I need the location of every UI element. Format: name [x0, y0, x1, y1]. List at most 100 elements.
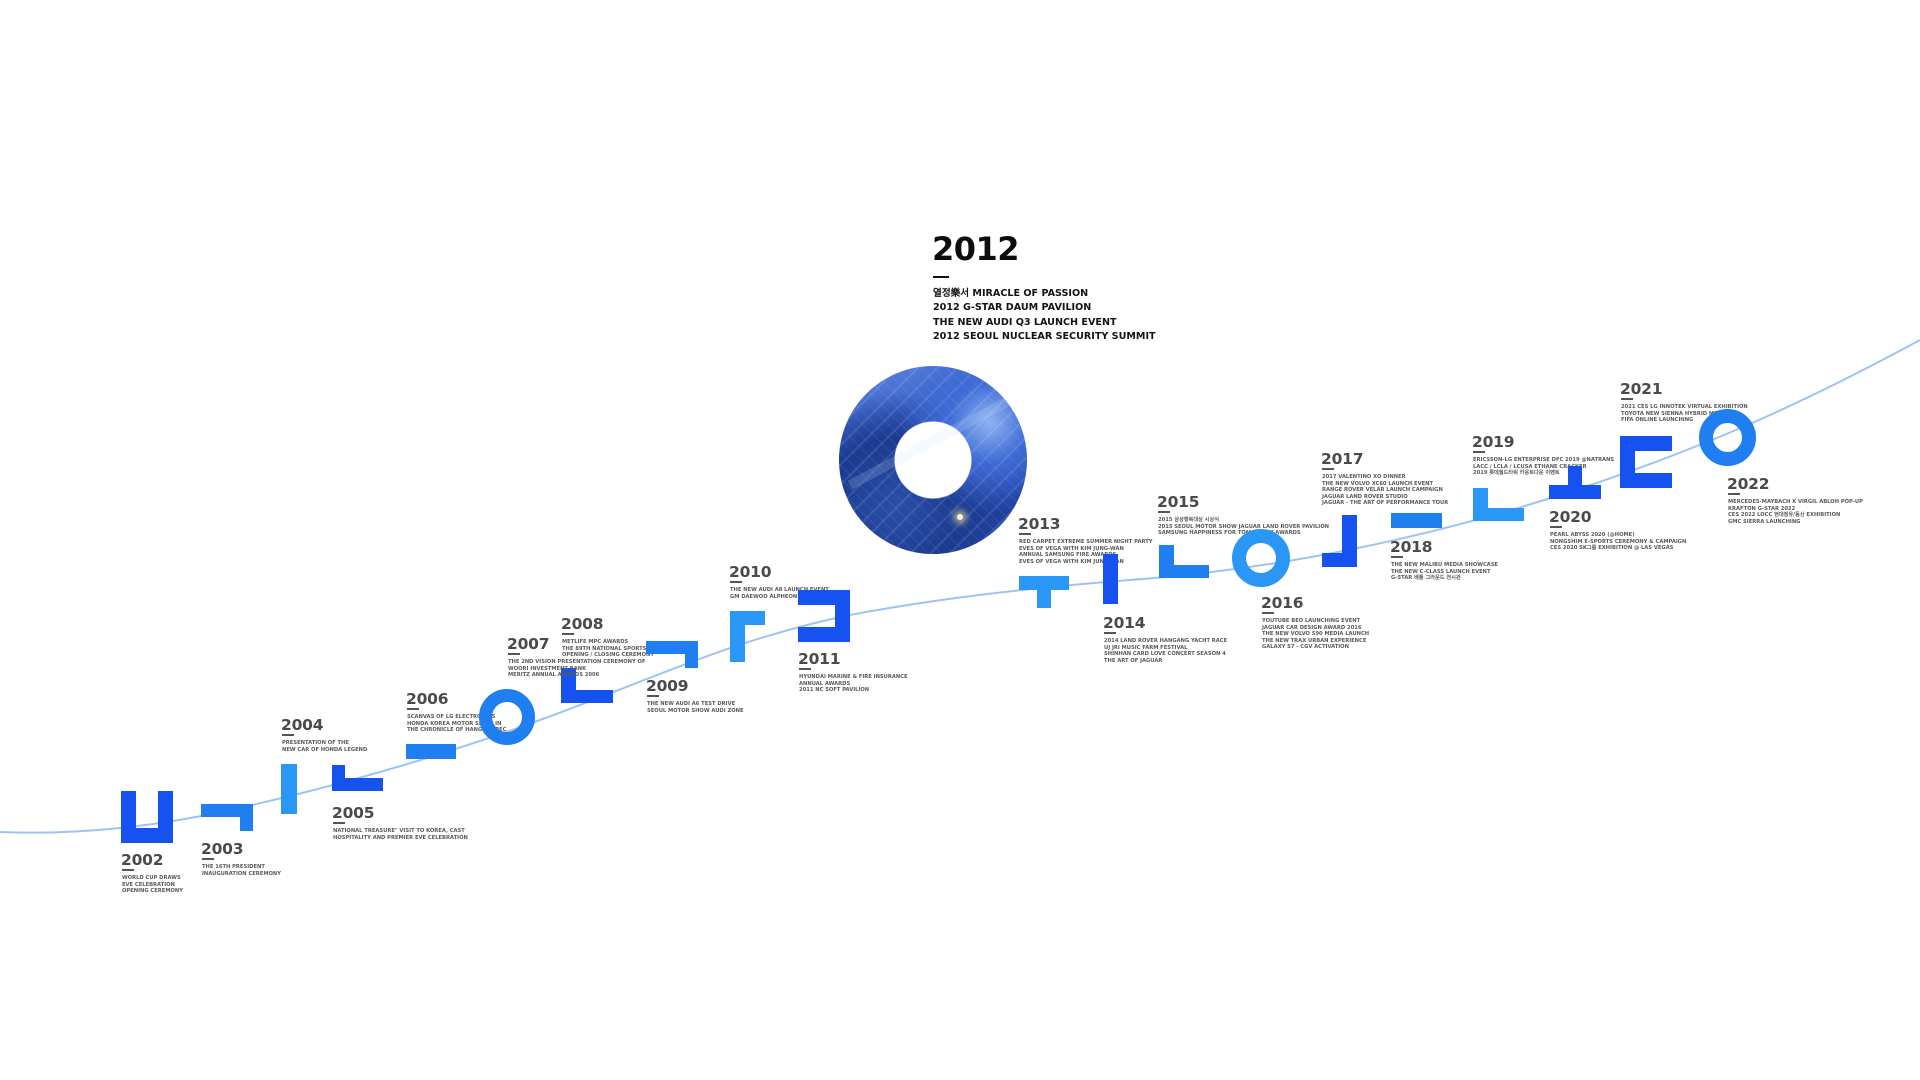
entry-item[interactable]: THE NEW AUDI A6 TEST DRIVE — [647, 701, 736, 707]
entry-item[interactable]: HOSPITALITY AND PREMIER EVE CELEBRATION — [333, 834, 468, 841]
featured-item[interactable]: 2012 SEOUL NUCLEAR SECURITY SUMMIT — [933, 330, 1156, 342]
entry-item[interactable]: 2021 CES LG INNOTEK VIRTUAL EXHIBITION — [1621, 404, 1748, 410]
year-label[interactable]: 2017 — [1321, 450, 1364, 468]
glyph-2004[interactable] — [281, 764, 297, 814]
entry-item[interactable]: JAGUAR - THE ART OF PERFORMANCE TOUR — [1322, 500, 1449, 507]
entry-item[interactable]: HONDA KOREA MOTOR SHOW IN — [407, 720, 502, 727]
featured-year[interactable]: 2012 — [932, 230, 1020, 268]
entry-item[interactable]: FIFA ONLINE LAUNCHING — [1621, 417, 1694, 424]
entry-item[interactable]: THE NEW AUDI A8 LAUNCH EVENT — [730, 587, 829, 593]
glyph-2022-ring[interactable] — [1699, 409, 1756, 466]
entry-item[interactable]: 2015 삼성행복대상 시상식 — [1158, 517, 1220, 523]
year-label[interactable]: 2014 — [1103, 614, 1146, 632]
year-label[interactable]: 2005 — [332, 804, 375, 822]
glyph-2006-ring[interactable] — [479, 689, 535, 745]
glyph-2017[interactable] — [1322, 515, 1357, 567]
year-label[interactable]: 2007 — [507, 635, 550, 653]
entry-item[interactable]: HYUNDAI MARINE & FIRE INSURANCE — [799, 674, 908, 680]
entry-item[interactable]: YOUTUBE BEO LAUNCHING EVENT — [1262, 618, 1361, 624]
entry-item[interactable]: ANNUAL SAMSUNG FIRE AWARDS — [1019, 552, 1117, 559]
entry-item[interactable]: GALAXY S7 - CGV ACTIVATION — [1262, 644, 1349, 651]
glyph-2002[interactable] — [121, 791, 173, 843]
entry-item[interactable]: ANNUAL AWARDS — [799, 680, 851, 687]
featured-item[interactable]: 2012 G-STAR DAUM PAVILION — [933, 302, 1092, 314]
year-label[interactable]: 2010 — [729, 563, 772, 581]
entry-item[interactable]: EVES OF VEGA WITH KIM JUNG-WAN — [1019, 558, 1124, 565]
glyph-2019[interactable] — [1473, 488, 1524, 521]
entry-item[interactable]: KRAFTON G-STAR 2022 — [1728, 505, 1796, 512]
glyph-2013[interactable] — [1019, 576, 1069, 608]
entry-item[interactable]: RANGE ROVER VELAR LAUNCH CAMPAIGN — [1322, 487, 1443, 494]
entry-item[interactable]: WOORI INVESTMENT BANK — [508, 665, 587, 672]
entry-item[interactable]: SCANVAS OF LG ELECTRONICS — [407, 714, 496, 720]
entry-item[interactable]: MERITZ ANNUAL AWARDS 2006 — [508, 672, 600, 679]
year-label[interactable]: 2009 — [646, 677, 689, 695]
featured-photo-disc[interactable] — [839, 366, 1027, 554]
entry-item[interactable]: PEARL ABYSS 2020 (@HOME) — [1550, 532, 1635, 538]
glyph-2015[interactable] — [1159, 545, 1209, 578]
entry-item[interactable]: UJ JRI MUSIC FARM FESTIVAL — [1104, 644, 1188, 651]
entry-item[interactable]: 2019 롯데월드타워 카운트다운 이벤트 — [1473, 470, 1560, 477]
year-label[interactable]: 2008 — [561, 615, 604, 633]
glyph-2011[interactable] — [798, 590, 850, 642]
entry-item[interactable]: G-STAR 배틀 그라운드 전시관 — [1391, 575, 1461, 582]
glyph-2003[interactable] — [201, 804, 253, 831]
year-label[interactable]: 2006 — [406, 690, 449, 708]
year-label[interactable]: 2002 — [121, 851, 164, 869]
entry-item[interactable]: THE 89TH NATIONAL SPORTS FESTIVAL — [562, 645, 676, 652]
entry-item[interactable]: 2014 LAND ROVER HANGANG YACHT RACE — [1104, 638, 1228, 644]
featured-item[interactable]: THE NEW AUDI Q3 LAUNCH EVENT — [933, 316, 1117, 328]
entry-item[interactable]: INAUGURATION CEREMONY — [202, 870, 281, 877]
glyph-2010[interactable] — [730, 611, 765, 662]
year-label[interactable]: 2020 — [1549, 508, 1592, 526]
entry-item[interactable]: NONGSHIM E-SPORTS CEREMONY & CAMPAIGN — [1550, 538, 1687, 545]
year-label[interactable]: 2011 — [798, 650, 841, 668]
entry-item[interactable]: GM DAEWOO ALPHEON LAUNCH — [730, 593, 823, 600]
glyph-2021[interactable] — [1620, 436, 1672, 488]
entry-item[interactable]: SHINHAN CARD LOVE CONCERT SEASON 4 — [1104, 651, 1226, 658]
entry-item[interactable]: EVE CELEBRATION — [122, 881, 175, 888]
entry-item[interactable]: LACC / LCLA / LCUSA ETHANE CRACKER — [1473, 463, 1587, 470]
glyph-2014[interactable] — [1103, 554, 1118, 604]
entry-item[interactable]: WORLD CUP DRAWS — [122, 875, 181, 881]
entry-item[interactable]: PRESENTATION OF THE — [282, 740, 349, 746]
entry-item[interactable]: MERCEDES-MAYBACH X VIRGIL ABLOH POP-UP — [1728, 499, 1863, 505]
year-label[interactable]: 2004 — [281, 716, 324, 734]
year-label[interactable]: 2019 — [1472, 433, 1515, 451]
entry-item[interactable]: NATIONAL TREASURE" VISIT TO KOREA, CAST — [333, 828, 465, 834]
glyph-2006[interactable] — [406, 744, 456, 759]
entry-item[interactable]: GMC SIERRA LAUNCHING — [1728, 518, 1801, 525]
entry-item[interactable]: 2011 NC SOFT PAVILION — [799, 687, 870, 694]
entry-item[interactable]: SAMSUNG HAPPINESS FOR TOMORROW AWARDS — [1158, 530, 1301, 537]
entry-item[interactable]: OPENING / CLOSING CEREMONY — [562, 652, 655, 659]
entry-item[interactable]: THE NEW C-CLASS LAUNCH EVENT — [1391, 568, 1491, 575]
entry-item[interactable]: TOYOTA NEW SIENNA HYBRID MEDIA — [1621, 410, 1728, 417]
glyph-2009[interactable] — [646, 641, 698, 668]
entry-item[interactable]: THE CHRONICLE OF HANGUL SPEC — [407, 727, 507, 734]
entry-item[interactable]: THE NEW MALIBU MEDIA SHOWCASE — [1391, 562, 1499, 568]
entry-item[interactable]: CES 2022 LOCC 현대정유/동산 EXHIBITION — [1728, 512, 1841, 519]
entry-item[interactable]: THE 16TH PRESIDENT — [202, 864, 265, 870]
entry-item[interactable]: RED CARPET EXTREME SUMMER NIGHT PARTY — [1019, 539, 1153, 545]
year-label[interactable]: 2013 — [1018, 515, 1061, 533]
entry-item[interactable]: THE NEW VOLVO XC60 LAUNCH EVENT — [1322, 480, 1434, 487]
glyph-2020[interactable] — [1549, 466, 1601, 499]
year-label[interactable]: 2021 — [1620, 380, 1663, 398]
featured-item[interactable]: 열정樂서 MIRACLE OF PASSION — [933, 288, 1089, 299]
entry-item[interactable]: OPENING CEREMONY — [122, 888, 183, 895]
entry-item[interactable]: JAGUAR LAND ROVER STUDIO — [1322, 493, 1408, 500]
year-label[interactable]: 2018 — [1390, 538, 1433, 556]
year-label[interactable]: 2022 — [1727, 475, 1770, 493]
entry-item[interactable]: THE NEW VOLVO S90 MEDIA LAUNCH — [1262, 631, 1370, 638]
entry-item[interactable]: ERICSSON-LG ENTERPRISE DFC 2019 @NATRANS — [1473, 457, 1615, 463]
glyph-2007[interactable] — [561, 668, 613, 703]
entry-item[interactable]: 2017 VALENTINO XO DINNER — [1322, 474, 1406, 480]
year-label[interactable]: 2015 — [1157, 493, 1200, 511]
entry-item[interactable]: THE NEW TRAX URBAN EXPERIENCE — [1262, 637, 1367, 644]
glyph-2016-ring[interactable] — [1232, 529, 1290, 587]
entry-item[interactable]: SEOUL MOTOR SHOW AUDI ZONE — [647, 707, 744, 714]
entry-item[interactable]: THE ART OF JAGUAR — [1104, 657, 1163, 664]
year-label[interactable]: 2003 — [201, 840, 244, 858]
entry-item[interactable]: EVES OF VEGA WITH KIM JUNG-WAN — [1019, 545, 1124, 552]
glyph-2005[interactable] — [332, 765, 383, 791]
